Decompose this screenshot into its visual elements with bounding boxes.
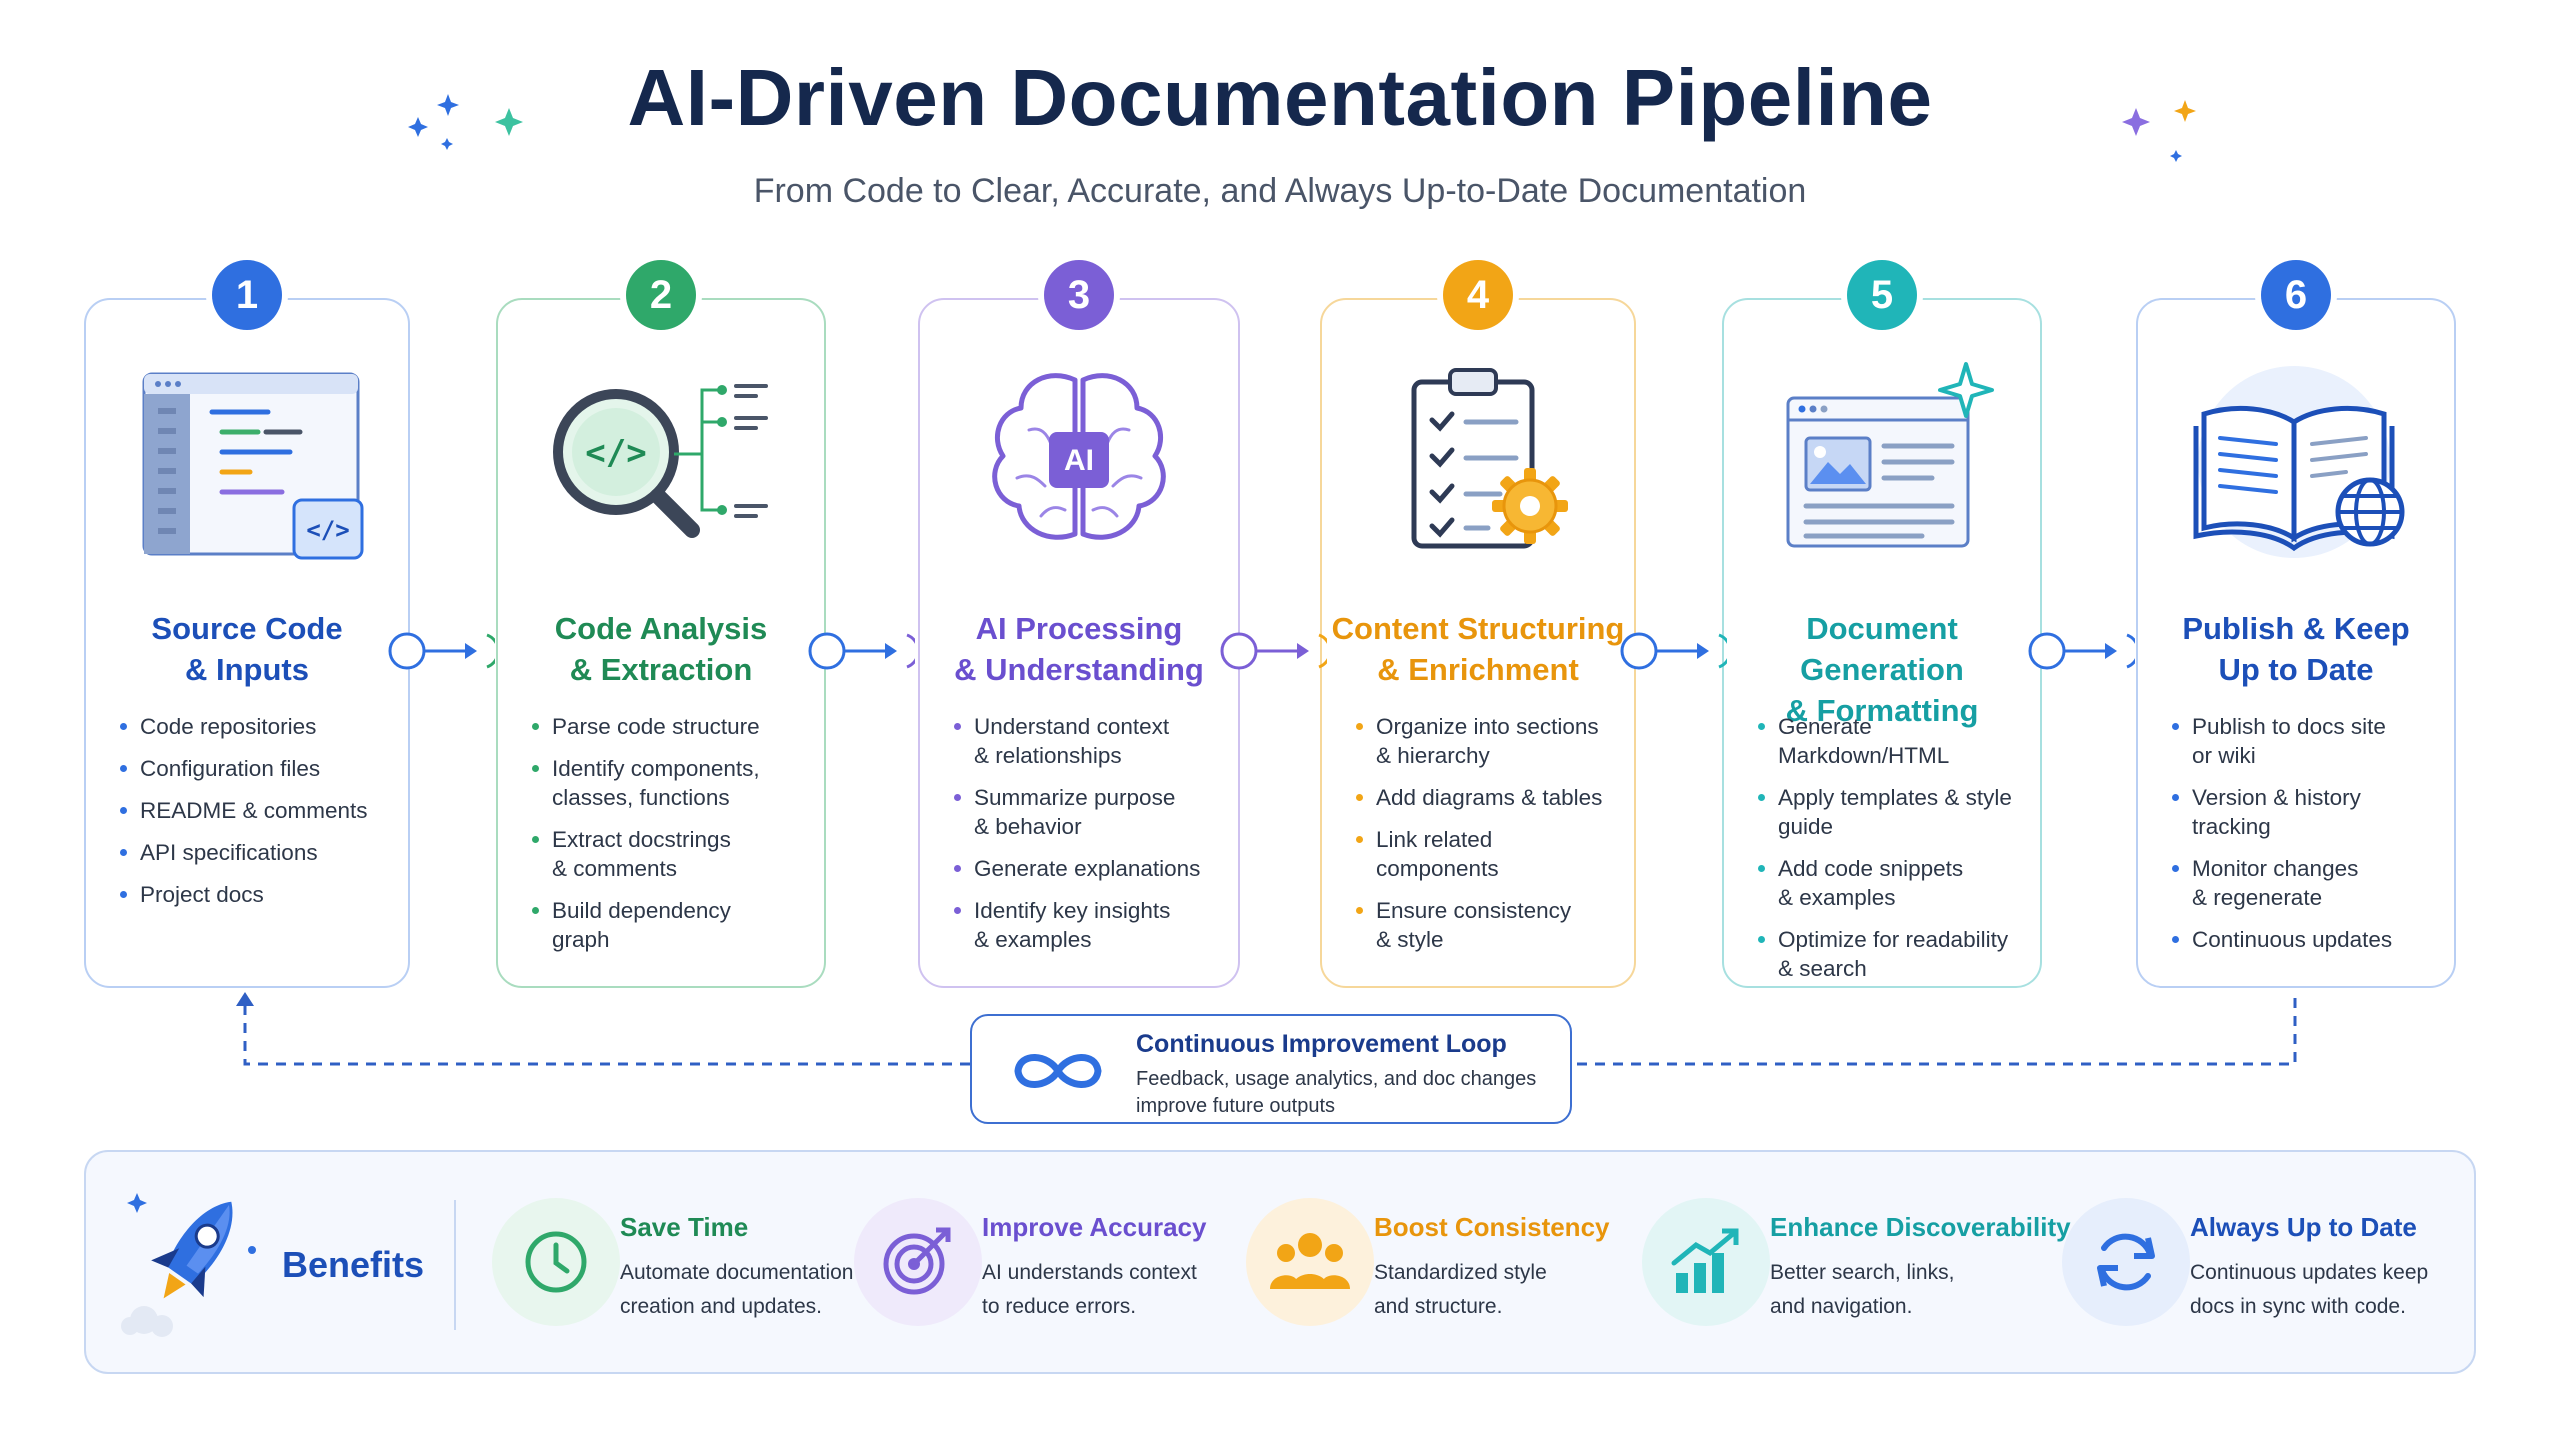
clipboard-gear-icon	[1322, 360, 1634, 560]
step-bullet: Organize into sections& hierarchy	[1354, 712, 1616, 770]
benefit-title: Boost Consistency	[1374, 1212, 1610, 1242]
magnifier-code-icon: </>	[498, 360, 824, 560]
loop-title: Continuous Improvement Loop	[1136, 1030, 1507, 1058]
step-bullet: Add code snippets& examples	[1756, 854, 2022, 912]
step-title: Source Code& Inputs	[151, 611, 343, 687]
step-bullet: Add diagrams & tables	[1354, 783, 1616, 812]
step-bullet: Configuration files	[118, 754, 390, 783]
growth-chart-icon	[1642, 1198, 1770, 1326]
connector-arrow-5-6	[2028, 632, 2135, 670]
feedback-loop-line	[236, 992, 2297, 1066]
team-icon	[1246, 1198, 1374, 1326]
step-title: Document Generation& Formatting	[1785, 611, 1979, 728]
connector-arrow-2-3	[808, 632, 915, 670]
benefit-title: Always Up to Date	[2190, 1212, 2417, 1242]
benefit-description: Better search, links,and navigation.	[1770, 1261, 1955, 1318]
svg-text:</>: </>	[585, 433, 646, 473]
step-bullet: Parse code structure	[530, 712, 806, 741]
book-globe-icon	[2138, 360, 2454, 560]
benefit-title: Save Time	[620, 1212, 749, 1242]
benefits-divider	[454, 1200, 456, 1330]
benefit-title: Improve Accuracy	[982, 1212, 1207, 1242]
rocket-icon	[121, 1193, 256, 1337]
page-subtitle: From Code to Clear, Accurate, and Always…	[753, 172, 1807, 210]
step-bullet: Understand context& relationships	[952, 712, 1220, 770]
infinity-icon	[1014, 1054, 1102, 1088]
sparkle-icon-left	[408, 94, 523, 150]
step-title: Content Structuring& Enrichment	[1331, 611, 1625, 687]
clock-icon	[492, 1198, 620, 1326]
step-bullet: Monitor changes& regenerate	[2170, 854, 2436, 912]
step-bullet: Continuous updates	[2170, 925, 2436, 954]
continuous-improvement-loop: Continuous Improvement Loop Feedback, us…	[970, 1014, 1572, 1124]
document-browser-icon	[1724, 360, 2040, 560]
connector-arrow-3-4	[1220, 632, 1327, 670]
connector-arrow-1-2	[388, 632, 495, 670]
step-bullet: Generate Markdown/HTML	[1756, 712, 2022, 770]
step-title: AI Processing& Understanding	[954, 611, 1204, 687]
step-bullet: Identify key insights& examples	[952, 896, 1220, 954]
step-number-badge: 2	[626, 260, 696, 330]
step-bullet: Ensure consistency& style	[1354, 896, 1616, 954]
ai-brain-icon: AI	[920, 360, 1238, 560]
sparkle-icon-right	[2122, 100, 2196, 162]
step-bullet: Optimize for readability& search	[1756, 925, 2022, 983]
page-title: AI-Driven Documentation Pipeline	[627, 53, 1933, 142]
step-number-badge: 4	[1443, 260, 1513, 330]
step-number-badge: 3	[1044, 260, 1114, 330]
benefits-label: Benefits	[282, 1244, 425, 1285]
connector-arrow-4-5	[1620, 632, 1727, 670]
step-bullet: Project docs	[118, 880, 390, 909]
step-bullet: Version & history tracking	[2170, 783, 2436, 841]
refresh-icon	[2062, 1198, 2190, 1326]
step-bullet: API specifications	[118, 838, 390, 867]
benefit-title: Enhance Discoverability	[1770, 1212, 2071, 1242]
step-bullet: Extract docstrings& comments	[530, 825, 806, 883]
step-bullet: Code repositories	[118, 712, 390, 741]
step-title: Code Analysis& Extraction	[554, 611, 768, 687]
target-icon	[854, 1198, 982, 1326]
code-editor-icon: </>	[86, 360, 408, 560]
step-bullet-list: Generate Markdown/HTML Apply templates & …	[1756, 712, 2022, 996]
step-bullet: Summarize purpose& behavior	[952, 783, 1220, 841]
svg-text:</>: </>	[306, 516, 349, 544]
step-bullet: README & comments	[118, 796, 390, 825]
step-bullet: Identify components,classes, functions	[530, 754, 806, 812]
ai-chip-label: AI	[1064, 444, 1094, 477]
step-number-badge: 5	[1847, 260, 1917, 330]
loop-description: Feedback, usage analytics, and doc chang…	[1136, 1068, 1537, 1117]
step-bullet: Link related components	[1354, 825, 1616, 883]
step-number-badge: 6	[2261, 260, 2331, 330]
step-bullet: Generate explanations	[952, 854, 1220, 883]
step-number-badge: 1	[212, 260, 282, 330]
